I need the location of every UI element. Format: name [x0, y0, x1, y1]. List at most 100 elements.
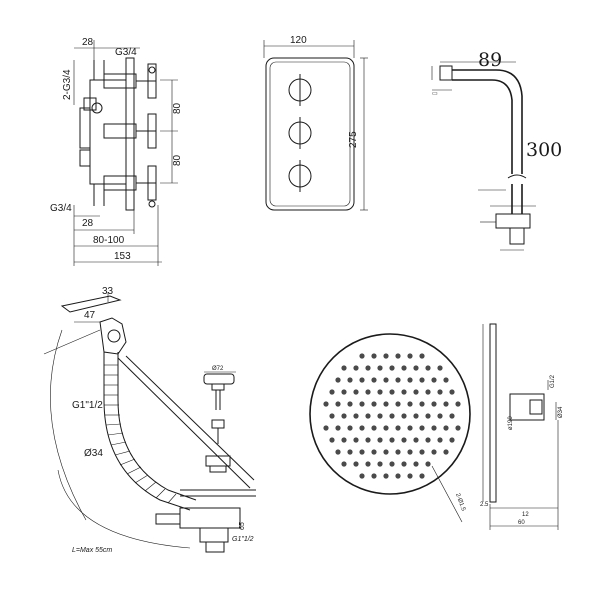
- nozzle-dot: [377, 365, 383, 371]
- nozzle-dot: [389, 389, 395, 395]
- nozzle-dot: [323, 425, 329, 431]
- nozzle-dot: [365, 437, 371, 443]
- nozzle-dot: [365, 365, 371, 371]
- nozzle-dot: [401, 413, 407, 419]
- nozzle-dot: [413, 389, 419, 395]
- nozzle-dot: [449, 389, 455, 395]
- nozzle-dot: [395, 449, 401, 455]
- note-bath-waste-length: L=Max 55cm: [72, 547, 112, 554]
- nozzle-dot: [353, 389, 359, 395]
- dim-bath-waste-47: 47: [84, 310, 96, 321]
- nozzle-dot: [359, 425, 365, 431]
- nozzle-dot: [431, 377, 437, 383]
- nozzle-dot: [425, 461, 431, 467]
- nozzle-dot: [407, 377, 413, 383]
- nozzle-dot: [365, 389, 371, 395]
- nozzle-dot: [443, 449, 449, 455]
- nozzle-dot: [437, 365, 443, 371]
- dim-shower-head-diameter: ø190: [508, 416, 514, 430]
- nozzle-dot: [323, 401, 329, 407]
- nozzle-dot: [371, 401, 377, 407]
- nozzle-dot: [401, 461, 407, 467]
- nozzle-dot: [389, 437, 395, 443]
- nozzle-dot: [383, 425, 389, 431]
- nozzle-dot: [413, 437, 419, 443]
- nozzle-dot: [419, 377, 425, 383]
- nozzle-dot: [383, 377, 389, 383]
- nozzle-dot: [347, 425, 353, 431]
- nozzle-dot: [347, 377, 353, 383]
- dim-valve-side-spacing-1: 80: [172, 102, 183, 114]
- dim-valve-side-thread-bottom: G3/4: [50, 203, 72, 214]
- nozzle-dot: [335, 425, 341, 431]
- dim-valve-side-spacing-2: 80: [172, 154, 183, 166]
- nozzle-dot: [443, 425, 449, 431]
- nozzle-dot: [419, 425, 425, 431]
- shower-arm-tiny-dim-1: ▭: [432, 91, 438, 97]
- nozzle-dot: [377, 389, 383, 395]
- nozzle-dot: [413, 365, 419, 371]
- shower-arm-view: 89 300 ▭: [431, 49, 562, 251]
- nozzle-dot: [347, 449, 353, 455]
- nozzle-dot: [371, 377, 377, 383]
- nozzle-dot: [425, 389, 431, 395]
- shower-head-nozzles: [323, 353, 461, 479]
- nozzle-dot: [389, 365, 395, 371]
- nozzle-dot: [377, 437, 383, 443]
- dim-valve-side-top: 28: [82, 37, 94, 48]
- nozzle-dot: [455, 401, 461, 407]
- dim-valve-side-bottom: 28: [82, 218, 94, 229]
- dim-valve-front-width: 120: [290, 35, 307, 46]
- nozzle-dot: [401, 365, 407, 371]
- nozzle-dot: [359, 473, 365, 479]
- nozzle-dot: [443, 377, 449, 383]
- valve-front-view: 120 275: [263, 35, 368, 211]
- nozzle-dot: [383, 353, 389, 359]
- dim-bath-waste-pipe: Ø34: [84, 448, 103, 459]
- nozzle-dot: [359, 377, 365, 383]
- nozzle-dot: [395, 377, 401, 383]
- nozzle-dot: [413, 413, 419, 419]
- nozzle-dot: [329, 389, 335, 395]
- nozzle-dot: [431, 401, 437, 407]
- nozzle-dot: [341, 389, 347, 395]
- nozzle-dot: [389, 461, 395, 467]
- nozzle-dot: [419, 473, 425, 479]
- dim-bath-waste-plug: Ø72: [212, 366, 224, 372]
- dim-valve-side-left-vertical: 2-G3/4: [62, 69, 73, 100]
- nozzle-dot: [353, 413, 359, 419]
- dim-bath-waste-thread: G1"1/2: [72, 400, 103, 411]
- nozzle-dot: [437, 437, 443, 443]
- nozzle-dot: [341, 437, 347, 443]
- dim-bath-waste-outlet: G1"1/2: [232, 536, 254, 543]
- nozzle-dot: [383, 473, 389, 479]
- nozzle-dot: [431, 449, 437, 455]
- dim-valve-side-total: 153: [114, 251, 131, 262]
- dim-shower-head-thread: G1/2: [550, 374, 556, 388]
- nozzle-dot: [437, 389, 443, 395]
- nozzle-dot: [401, 437, 407, 443]
- dim-bath-waste-65: 65: [239, 522, 246, 530]
- nozzle-dot: [389, 413, 395, 419]
- dim-shower-arm-projection: 89: [478, 49, 502, 71]
- nozzle-dot: [395, 425, 401, 431]
- nozzle-dot: [371, 425, 377, 431]
- nozzle-dot: [347, 401, 353, 407]
- nozzle-dot: [353, 365, 359, 371]
- nozzle-dot: [425, 413, 431, 419]
- nozzle-dot: [443, 401, 449, 407]
- bath-waste-view: 33 47 G1"1/2 Ø34: [43, 286, 256, 554]
- dim-valve-front-height: 275: [348, 131, 359, 148]
- nozzle-dot: [341, 365, 347, 371]
- nozzle-dot: [383, 401, 389, 407]
- nozzle-dot: [335, 377, 341, 383]
- nozzle-dot: [371, 353, 377, 359]
- nozzle-dot: [401, 389, 407, 395]
- nozzle-dot: [341, 413, 347, 419]
- dim-shower-head-pipe: Ø34: [558, 406, 564, 418]
- nozzle-dot: [407, 353, 413, 359]
- valve-side-view: 28 G3/4 2-G3/4: [50, 37, 183, 266]
- nozzle-dot: [407, 401, 413, 407]
- nozzle-dot: [365, 413, 371, 419]
- nozzle-dot: [419, 353, 425, 359]
